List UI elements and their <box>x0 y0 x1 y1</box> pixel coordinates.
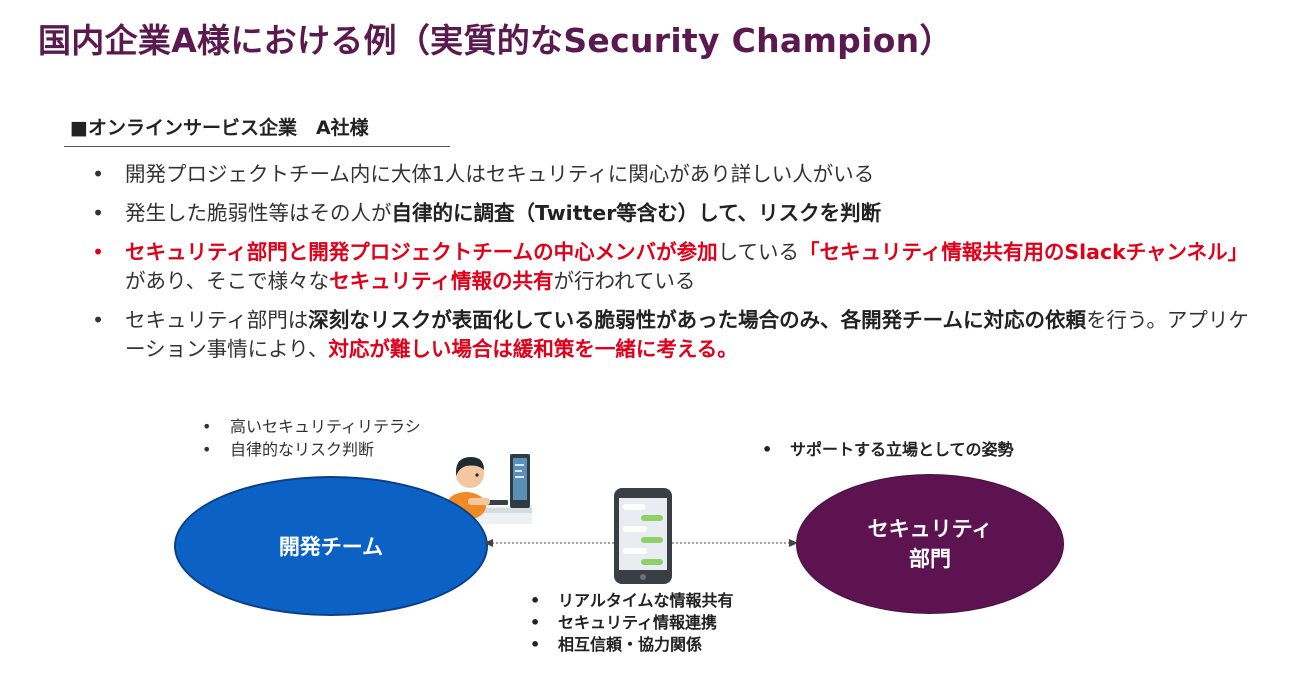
security-dept-label-line2: 部門 <box>909 547 951 571</box>
dev-team-ellipse: 開発チーム <box>174 476 488 616</box>
security-dept-label-line1: セキュリティ <box>867 517 993 541</box>
bullet-item: • 発生した脆弱性等はその人が自律的に調査（Twitter等含む）して、リスクを… <box>92 199 1252 228</box>
bullet-marker: • <box>92 240 105 264</box>
company-subheading: ■オンラインサービス企業 A社様 <box>70 117 369 139</box>
bullet-marker: • <box>92 308 105 332</box>
bullet-item: • セキュリティ部門と開発プロジェクトチームの中心メンバが参加している「セキュリ… <box>92 240 1249 293</box>
security-stance: •サポートする立場としての姿勢 <box>760 439 1014 461</box>
main-bullet-list: • 開発プロジェクトチーム内に大体1人はセキュリティに関心があり詳しい人がいる … <box>92 160 1252 374</box>
collab-item: •セキュリティ情報連携 <box>530 613 718 632</box>
collab-item: •相互信頼・協力関係 <box>530 635 703 654</box>
subheading-underline <box>64 146 450 147</box>
bullet-marker: • <box>92 201 105 225</box>
smartphone-chat-icon <box>614 488 672 584</box>
stance-item: •サポートする立場としての姿勢 <box>762 440 1014 459</box>
dev-team-label: 開発チーム <box>278 535 384 559</box>
trait-item: •自律的なリスク判断 <box>202 440 375 459</box>
bullet-item: • 開発プロジェクトチーム内に大体1人はセキュリティに関心があり詳しい人がいる <box>92 160 1252 189</box>
slide-title: 国内企業A様における例（実質的なSecurity Champion） <box>38 21 953 60</box>
bullet-marker: • <box>92 162 105 186</box>
dev-team-traits: •高いセキュリティリテラシ •自律的なリスク判断 <box>200 415 421 461</box>
collab-item: •リアルタイムな情報共有 <box>530 591 734 610</box>
trait-item: •高いセキュリティリテラシ <box>202 417 421 436</box>
security-dept-ellipse: セキュリティ 部門 <box>796 474 1064 614</box>
bullet-item: • セキュリティ部門は深刻なリスクが表面化している脆弱性があった場合のみ、各開発… <box>92 308 1249 361</box>
collaboration-points: •リアルタイムな情報共有 •セキュリティ情報連携 •相互信頼・協力関係 <box>528 590 734 656</box>
